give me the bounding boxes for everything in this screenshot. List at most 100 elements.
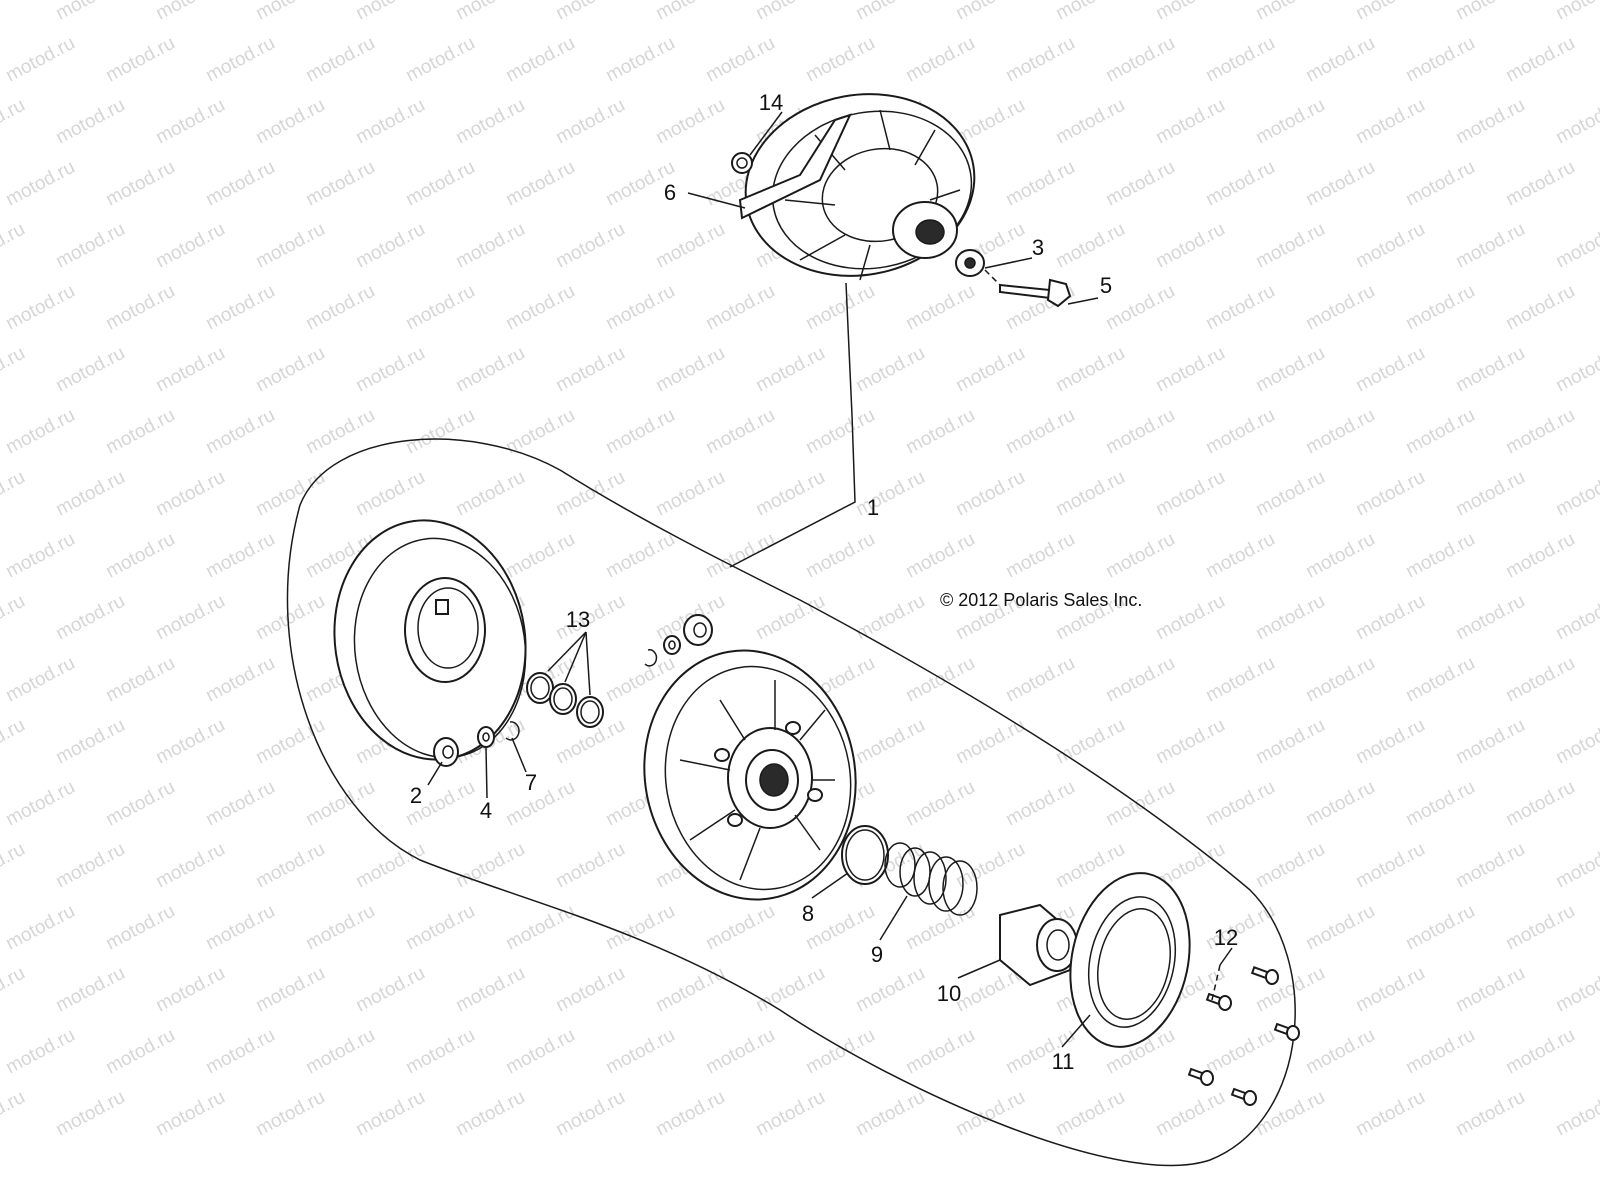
watermark-text: motod.ru [902,33,978,87]
watermark-text: motod.ru [952,1087,1028,1141]
watermark-text: motod.ru [1502,281,1578,335]
watermark-text: motod.ru [0,95,29,149]
watermark-text: motod.ru [1052,467,1128,521]
watermark-text: motod.ru [652,963,728,1017]
watermark-text: motod.ru [602,33,678,87]
watermark-text: motod.ru [1152,343,1228,397]
watermark-text: motod.ru [202,405,278,459]
watermark-text: motod.ru [652,1087,728,1141]
watermark-text: motod.ru [1352,95,1428,149]
watermark-text: motod.ru [402,157,478,211]
watermark-text: motod.ru [602,1025,678,1079]
watermark-text: motod.ru [1402,1025,1478,1079]
screws-12 [1187,966,1300,1106]
watermark-text: motod.ru [352,963,428,1017]
watermark-text: motod.ru [502,901,578,955]
watermark-text: motod.ru [1252,1087,1328,1141]
watermark-text: motod.ru [652,343,728,397]
watermark-text: motod.ru [52,591,128,645]
watermark-text: motod.ru [52,343,128,397]
watermark-text: motod.ru [102,901,178,955]
watermark-text: motod.ru [1502,157,1578,211]
watermark-text: motod.ru [0,467,29,521]
watermark-text: motod.ru [702,1025,778,1079]
watermark-text: motod.ru [1302,529,1378,583]
watermark-text: motod.ru [452,839,528,893]
watermark-text: motod.ru [1552,591,1600,645]
watermark-text: motod.ru [752,963,828,1017]
watermark-text: motod.ru [1252,839,1328,893]
watermark-text: motod.ru [1202,157,1278,211]
watermark-text: motod.ru [652,0,728,24]
watermark-text: motod.ru [52,839,128,893]
watermark-text: motod.ru [1552,839,1600,893]
watermark-text: motod.ru [202,281,278,335]
watermark-text: motod.ru [152,1087,228,1141]
watermark-text: motod.ru [202,777,278,831]
watermark-text: motod.ru [1452,839,1528,893]
watermark-text: motod.ru [0,963,29,1017]
watermark-text: motod.ru [252,219,328,273]
watermark-text: motod.ru [602,901,678,955]
watermark-text: motod.ru [902,1025,978,1079]
watermark-text: motod.ru [252,839,328,893]
watermark-text: motod.ru [902,281,978,335]
watermark-text: motod.ru [402,281,478,335]
watermark-text: motod.ru [0,591,29,645]
watermark-text: motod.ru [552,219,628,273]
watermark-text: motod.ru [352,219,428,273]
callout-1: 1 [867,495,879,520]
watermark-text: motod.ru [1352,0,1428,24]
watermark-text: motod.ru [902,901,978,955]
watermark-text: motod.ru [152,963,228,1017]
watermark-text: motod.ru [1452,715,1528,769]
ring-8 [841,825,889,885]
watermark-text: motod.ru [652,219,728,273]
watermark-text: motod.ru [1102,157,1178,211]
watermark-text: motod.ru [352,1087,428,1141]
watermark-text: motod.ru [952,467,1028,521]
watermark-text: motod.ru [1552,963,1600,1017]
watermark-text: motod.ru [1152,467,1228,521]
watermark-text: motod.ru [602,405,678,459]
watermark-text: motod.ru [1352,963,1428,1017]
watermark-text: motod.ru [452,343,528,397]
callout-3: 3 [1032,235,1044,260]
callout-5: 5 [1100,273,1112,298]
watermark-text: motod.ru [252,963,328,1017]
watermark-text: motod.ru [1152,95,1228,149]
watermark-text: motod.ru [802,1025,878,1079]
watermark-text: motod.ru [1202,653,1278,707]
callout-14: 14 [759,90,783,115]
watermark-text: motod.ru [252,467,328,521]
watermark-text: motod.ru [302,157,378,211]
watermark-text: motod.ru [402,405,478,459]
watermark-text: motod.ru [2,33,78,87]
watermark-text: motod.ru [1552,0,1600,24]
watermark-text: motod.ru [502,777,578,831]
watermark-text: motod.ru [752,343,828,397]
watermark-text: motod.ru [752,1087,828,1141]
watermark-text: motod.ru [1402,405,1478,459]
watermark-text: motod.ru [352,467,428,521]
watermark-text: motod.ru [802,281,878,335]
watermark-text: motod.ru [1302,901,1378,955]
watermark-text: motod.ru [1302,157,1378,211]
callout-2: 2 [410,783,422,808]
watermark-text: motod.ru [1102,405,1178,459]
watermark-text: motod.ru [1302,1025,1378,1079]
watermark-text: motod.ru [1252,467,1328,521]
assembly-outline [286,438,1296,1167]
watermark-text: motod.ru [1202,1025,1278,1079]
watermark-text: motod.ru [202,653,278,707]
e-clip-7 [505,721,520,741]
watermark-text: motod.ru [552,963,628,1017]
watermark-text: motod.ru [1502,405,1578,459]
watermark-text: motod.ru [502,529,578,583]
watermark-text: motod.ru [1002,157,1078,211]
watermark-text: motod.ru [1352,1087,1428,1141]
watermark-text: motod.ru [2,777,78,831]
watermark-text: motod.ru [1452,343,1528,397]
watermark-text: motod.ru [1402,281,1478,335]
